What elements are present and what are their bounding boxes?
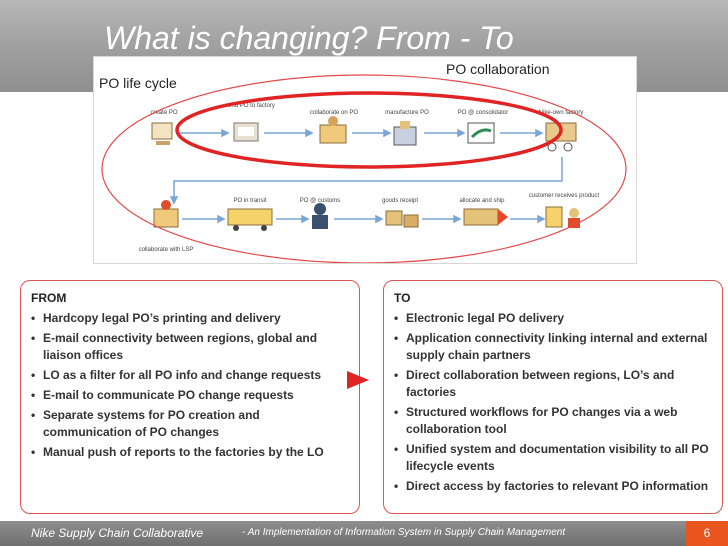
lifecycle-ellipse <box>101 74 627 263</box>
step-label-lsp: collaborate with LSP <box>139 247 194 253</box>
send-po-icon <box>233 122 259 142</box>
step-label-allocate: allocate and ship <box>459 198 505 204</box>
customer-product-icon <box>545 206 580 228</box>
po-in-transit-icon <box>227 208 273 231</box>
from-item: Manual push of reports to the factories … <box>31 444 351 461</box>
slide-title: What is changing? From - To <box>104 20 514 56</box>
bottom-row-arrows <box>182 214 546 224</box>
to-item: Electronic legal PO delivery <box>394 310 714 327</box>
consolidator-icon <box>467 122 495 144</box>
step-label-nike-factory: Nike-own factory <box>539 110 584 116</box>
from-item: E-mail to communicate PO change requests <box>31 387 351 404</box>
step-label-create: create PO <box>150 110 177 116</box>
from-heading: FROM <box>31 291 67 305</box>
step-label-consolidator: PO @ consolidator <box>458 110 508 116</box>
step-label-customer: customer receives product <box>529 193 600 199</box>
from-item: LO as a filter for all PO info and chang… <box>31 367 351 384</box>
lifecycle-title: PO life cycle <box>99 75 177 91</box>
footer-bar: Nike Supply Chain Collaborative - An Imp… <box>0 521 728 546</box>
to-heading: TO <box>394 291 411 305</box>
to-panel: TO Electronic legal PO delivery Applicat… <box>383 280 723 514</box>
step-label-customs: PO @ customs <box>300 198 340 204</box>
to-item: Structured workflows for PO changes via … <box>394 404 714 438</box>
step-label-manufacture: manufacture PO <box>385 110 429 116</box>
manufacture-po-icon <box>393 121 417 146</box>
step-label-transit: PO in transit <box>233 198 266 204</box>
create-po-icon <box>151 122 173 145</box>
diagram-canvas: PO life cycle PO collaboration create PO… <box>99 61 627 263</box>
from-to-arrow-icon <box>347 371 369 389</box>
collab-title: PO collaboration <box>446 61 550 77</box>
allocate-ship-icon <box>463 208 508 226</box>
to-item: Application connectivity linking interna… <box>394 330 714 364</box>
to-item: Direct access by factories to relevant P… <box>394 478 714 495</box>
from-item: E-mail connectivity between regions, glo… <box>31 330 351 364</box>
collaborate-lsp-icon <box>153 200 179 228</box>
po-customs-icon <box>312 203 328 229</box>
footer-brand: Nike Supply Chain Collaborative <box>31 526 204 540</box>
from-item: Hardcopy legal PO’s printing and deliver… <box>31 310 351 327</box>
footer-subtitle: - An Implementation of Information Syste… <box>242 527 566 538</box>
page-number: 6 <box>686 521 728 546</box>
to-item: Unified system and documentation visibil… <box>394 441 714 475</box>
step-label-send: send PO to factory <box>225 103 275 109</box>
from-panel: FROM Hardcopy legal PO’s printing and de… <box>20 280 360 514</box>
collaboration-highlight-ellipse <box>175 91 563 169</box>
return-path-arrow <box>169 157 563 205</box>
top-row-arrows <box>178 128 544 138</box>
po-lifecycle-diagram: PO life cycle PO collaboration create PO… <box>93 56 637 264</box>
to-list: Electronic legal PO delivery Application… <box>394 310 714 498</box>
from-list: Hardcopy legal PO’s printing and deliver… <box>31 310 351 464</box>
step-label-collaborate: collaborate on PO <box>310 110 358 116</box>
step-label-receipt: goods receipt <box>382 198 418 204</box>
goods-receipt-icon <box>385 210 419 228</box>
to-item: Direct collaboration between regions, LO… <box>394 367 714 401</box>
from-item: Separate systems for PO creation and com… <box>31 407 351 441</box>
collaborate-po-icon <box>319 116 347 144</box>
